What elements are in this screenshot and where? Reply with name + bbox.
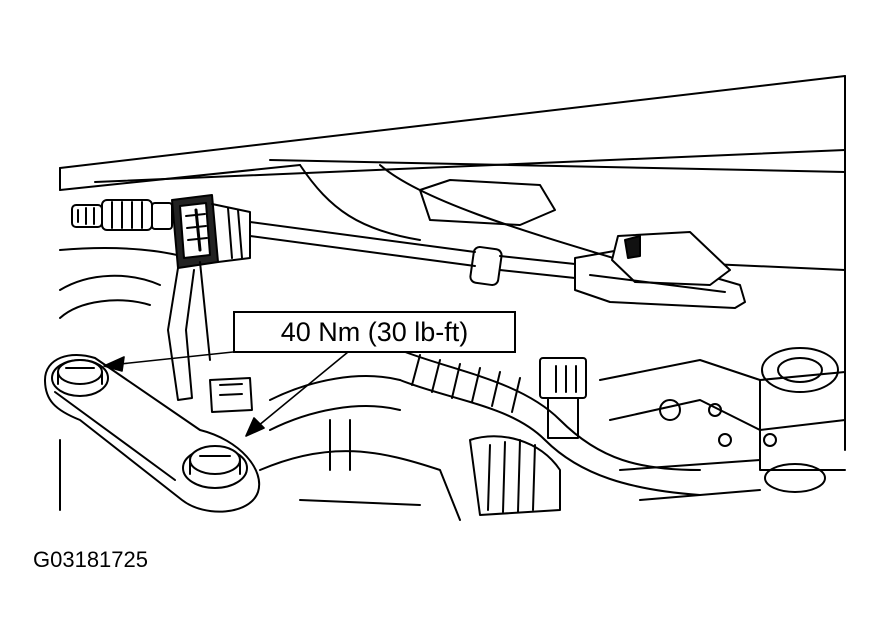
lower-bolt xyxy=(182,445,248,489)
shift-lever xyxy=(574,231,746,309)
wiring-harness xyxy=(269,349,701,516)
leader-line-upper xyxy=(119,351,234,365)
body-panel-outline xyxy=(59,75,846,451)
shift-rod xyxy=(249,221,576,286)
leader-arrows xyxy=(103,351,349,437)
cable-bracket xyxy=(167,194,251,401)
leader-line-lower xyxy=(257,351,349,427)
arrowhead-upper-bolt xyxy=(103,356,125,372)
upper-bolt xyxy=(51,359,109,397)
figure-id: G03181725 xyxy=(33,547,148,572)
right-side-brackets xyxy=(599,347,846,501)
shift-cable xyxy=(71,199,173,231)
arrowhead-lower-bolt xyxy=(245,417,265,437)
torque-callout-label: 40 Nm (30 lb-ft) xyxy=(233,311,516,353)
connector xyxy=(539,357,587,439)
lower-engine-outline xyxy=(59,299,461,521)
